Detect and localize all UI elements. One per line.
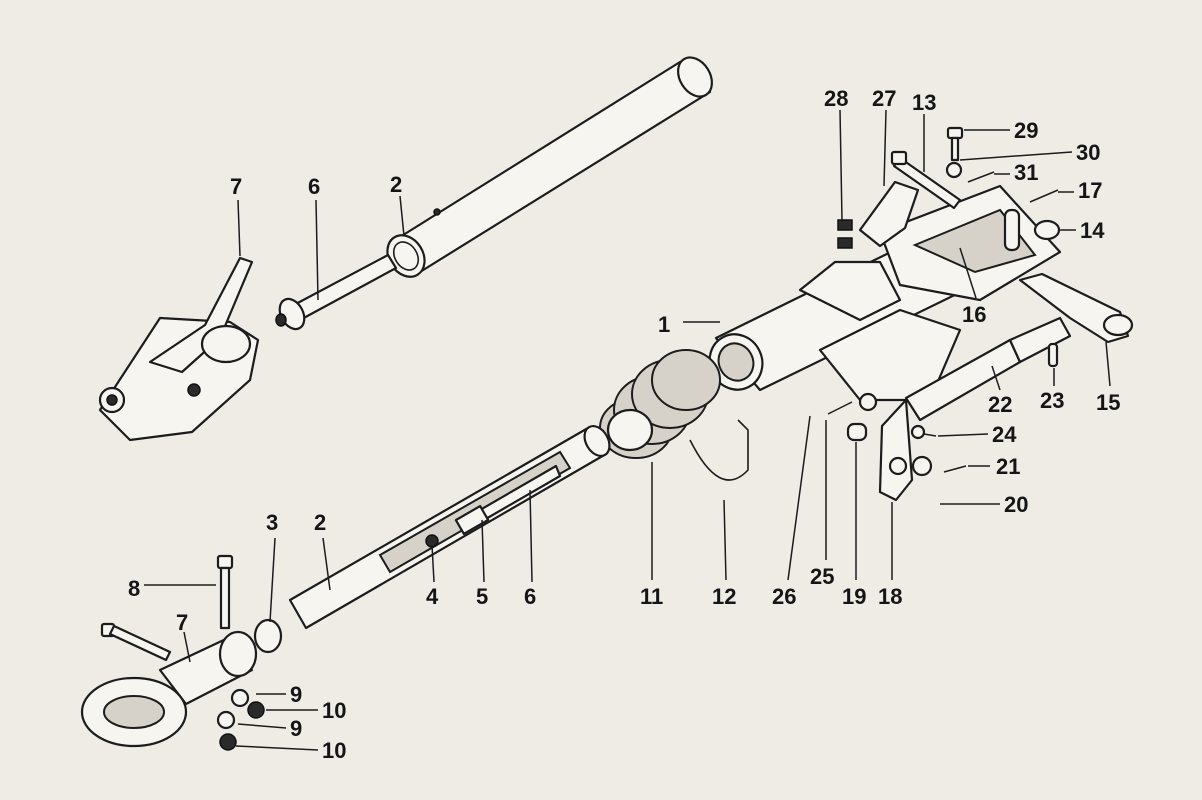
upper-tube-part-2 xyxy=(386,56,714,278)
label-29: 29 xyxy=(1014,118,1038,143)
label-12: 12 xyxy=(712,584,736,609)
label-16: 16 xyxy=(962,302,986,327)
bolt-part-13 xyxy=(890,150,962,210)
label-14: 14 xyxy=(1080,218,1105,243)
washer-part-25 xyxy=(858,392,878,412)
label-7-lower: 7 xyxy=(176,610,188,635)
spring-part-5 xyxy=(454,504,490,536)
label-21: 21 xyxy=(996,454,1020,479)
label-25: 25 xyxy=(810,564,834,589)
washer-part-30 xyxy=(945,161,963,179)
label-19: 19 xyxy=(842,584,866,609)
leader-lines xyxy=(144,109,1111,751)
cotter-pin-part-17 xyxy=(1029,189,1059,203)
label-10-upper: 10 xyxy=(322,698,346,723)
hitch-bracket-part-16 xyxy=(878,184,1062,302)
label-9-lower: 9 xyxy=(290,716,302,741)
bushing-part-19 xyxy=(846,422,868,442)
strap-part-12 xyxy=(689,419,749,481)
nut-part-14 xyxy=(1033,219,1061,241)
label-20: 20 xyxy=(1004,492,1028,517)
bellows-part-11 xyxy=(599,349,721,459)
label-4: 4 xyxy=(426,584,439,609)
label-15: 15 xyxy=(1096,390,1120,415)
label-18: 18 xyxy=(878,584,902,609)
pivot-arm-part-15 xyxy=(1018,272,1134,344)
top-plate-part-27 xyxy=(858,180,920,248)
label-9-upper: 9 xyxy=(290,682,302,707)
label-13: 13 xyxy=(912,90,936,115)
label-7-upper: 7 xyxy=(230,174,242,199)
label-31: 31 xyxy=(1014,160,1038,185)
label-24: 24 xyxy=(992,422,1017,447)
spring-part-28 xyxy=(837,219,853,249)
pin-part-26 xyxy=(827,401,853,415)
washer-part-9b xyxy=(216,710,236,730)
label-28: 28 xyxy=(824,86,848,111)
label-22: 22 xyxy=(988,392,1012,417)
label-1: 1 xyxy=(658,312,670,337)
label-30: 30 xyxy=(1076,140,1100,165)
label-6-upper: 6 xyxy=(308,174,320,199)
washer-part-9 xyxy=(230,688,250,708)
pin-part-29 xyxy=(946,126,964,162)
cotter-pin-part-21 xyxy=(943,465,967,473)
cotter-pin-part-31 xyxy=(967,171,995,183)
label-27: 27 xyxy=(872,86,896,111)
link-lever-part-22 xyxy=(904,316,1072,422)
ball-joint-part-3 xyxy=(253,618,283,654)
label-11: 11 xyxy=(640,584,663,609)
upper-rod-part-6 xyxy=(275,253,398,331)
lower-tube-part-2 xyxy=(288,424,611,630)
towing-eye-part-7 xyxy=(80,630,258,748)
label-17: 17 xyxy=(1078,178,1102,203)
label-26: 26 xyxy=(772,584,796,609)
coupling-head-part-7 xyxy=(98,256,260,442)
label-23: 23 xyxy=(1040,388,1064,413)
label-10-lower: 10 xyxy=(322,738,346,763)
callout-labels: 1 2 2 3 4 5 6 6 7 7 8 9 9 10 10 11 12 13… xyxy=(128,86,1120,763)
bolt-part-24 xyxy=(910,424,937,440)
nut-part-10b xyxy=(219,733,237,751)
nut-part-10 xyxy=(247,701,265,719)
label-8: 8 xyxy=(128,576,140,601)
washer-part-20 xyxy=(911,455,933,477)
label-2-lower: 2 xyxy=(314,510,326,535)
label-2-upper: 2 xyxy=(390,172,402,197)
bolt-part-8 xyxy=(100,554,234,662)
label-5: 5 xyxy=(476,584,488,609)
lever-part-18 xyxy=(878,398,914,502)
pin-part-23 xyxy=(1047,342,1059,368)
label-6-lower: 6 xyxy=(524,584,536,609)
label-3: 3 xyxy=(266,510,278,535)
